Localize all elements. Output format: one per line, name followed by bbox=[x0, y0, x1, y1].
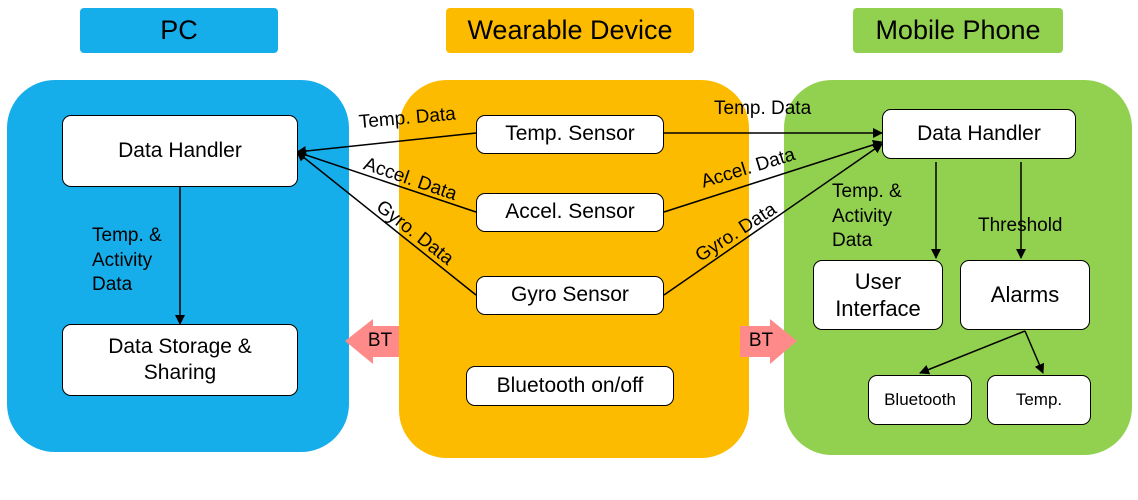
pc-title: PC bbox=[80, 8, 278, 53]
alarm-bluetooth-label: Bluetooth bbox=[884, 390, 956, 410]
alarm-temp-label: Temp. bbox=[1015, 390, 1063, 410]
gyro-sensor-box: Gyro Sensor bbox=[476, 276, 664, 315]
alarm-temp-box: Temp. bbox=[987, 375, 1091, 425]
temp-sensor-box: Temp. Sensor bbox=[476, 115, 664, 154]
bt-right-arrow bbox=[740, 319, 797, 364]
pc-data-handler-box: Data Handler bbox=[62, 115, 298, 187]
mobile-title: Mobile Phone bbox=[853, 8, 1063, 53]
wearable-title: Wearable Device bbox=[446, 8, 694, 53]
gyro-sensor-label: Gyro Sensor bbox=[511, 283, 629, 307]
bt-right-label: BT bbox=[748, 330, 774, 351]
user-interface-box: User Interface bbox=[813, 260, 943, 330]
pc-data-handler-label: Data Handler bbox=[118, 138, 242, 162]
mobile-flow-label: Temp. & Activity Data bbox=[832, 181, 902, 252]
pc-flow-label: Temp. & Activity Data bbox=[92, 225, 162, 296]
pc-data-storage-box: Data Storage & Sharing bbox=[62, 324, 298, 396]
mobile-data-handler-label: Data Handler bbox=[917, 121, 1041, 145]
gyro-to-pc-arrow bbox=[296, 151, 477, 296]
alarms-to-temp-arrow bbox=[1024, 330, 1045, 374]
bt-left-label: BT bbox=[367, 330, 393, 351]
accel-to-pc-arrow bbox=[296, 150, 477, 213]
accel-to-mobile-arrow bbox=[663, 139, 883, 213]
threshold-label: Threshold bbox=[978, 215, 1063, 236]
accel-sensor-label: Accel. Sensor bbox=[505, 200, 635, 224]
gyro-to-mobile-arrow bbox=[663, 143, 883, 296]
alarm-bluetooth-box: Bluetooth bbox=[868, 375, 972, 425]
alarms-to-bluetooth-arrow bbox=[919, 330, 1026, 375]
alarms-label: Alarms bbox=[990, 282, 1060, 308]
bluetooth-toggle-box: Bluetooth on/off bbox=[466, 366, 674, 406]
pc-storage-label-line2: Sharing bbox=[143, 361, 217, 384]
temp-sensor-label: Temp. Sensor bbox=[505, 122, 635, 146]
bt-left-arrow bbox=[345, 319, 399, 364]
user-interface-label-line2: Interface bbox=[835, 296, 921, 321]
pc-storage-label-line1: Data Storage & bbox=[108, 334, 252, 358]
temp-data-label-right: Temp. Data bbox=[714, 98, 812, 119]
bluetooth-toggle-label: Bluetooth on/off bbox=[496, 373, 644, 397]
temp-to-pc-arrow bbox=[296, 132, 477, 157]
mobile-data-handler-box: Data Handler bbox=[882, 109, 1076, 159]
accel-sensor-box: Accel. Sensor bbox=[476, 193, 664, 232]
alarms-box: Alarms bbox=[960, 260, 1090, 330]
user-interface-label-line1: User bbox=[854, 268, 902, 294]
